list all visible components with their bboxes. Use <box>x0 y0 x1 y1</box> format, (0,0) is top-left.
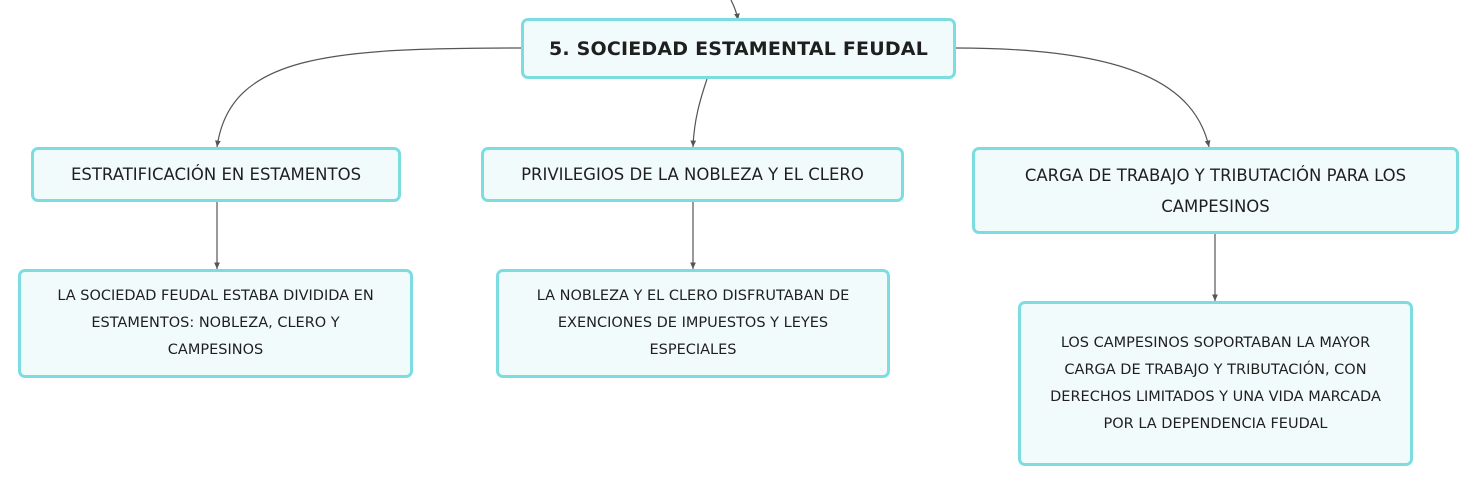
child-node-line: CAMPESINOS <box>167 342 264 358</box>
root-node[interactable]: 5. SOCIEDAD ESTAMENTAL FEUDAL <box>521 18 956 79</box>
branch-node-estratificacion[interactable]: ESTRATIFICACIÓN EN ESTAMENTOS <box>31 147 401 202</box>
branch-node-label: ESTRATIFICACIÓN EN ESTAMENTOS <box>70 165 362 184</box>
branch-node-privilegios[interactable]: PRIVILEGIOS DE LA NOBLEZA Y EL CLERO <box>481 147 904 202</box>
branch-node-line: CAMPESINOS <box>1161 196 1270 216</box>
child-node-line: LA NOBLEZA Y EL CLERO DISFRUTABAN DE <box>536 288 850 304</box>
connector-root-to-estratificacion <box>215 47 522 148</box>
root-node-label: 5. SOCIEDAD ESTAMENTAL FEUDAL <box>548 37 929 60</box>
child-node-line: CARGA DE TRABAJO Y TRIBUTACIÓN, CON <box>1064 361 1367 378</box>
branch-node-text: CARGA DE TRABAJO Y TRIBUTACIÓN PARA LOS … <box>1025 160 1406 222</box>
branch-node-label: PRIVILEGIOS DE LA NOBLEZA Y EL CLERO <box>521 165 864 184</box>
child-node-line: DERECHOS LIMITADOS Y UNA VIDA MARCADA <box>1050 388 1381 405</box>
child-node-line: ESPECIALES <box>649 342 737 358</box>
child-node-line: LOS CAMPESINOS SOPORTABAN LA MAYOR <box>1060 334 1371 351</box>
child-node-sociedad[interactable]: LA SOCIEDAD FEUDAL ESTABA DIVIDIDA EN ES… <box>18 269 413 378</box>
branch-node-line: CARGA DE TRABAJO Y TRIBUTACIÓN PARA LOS <box>1024 165 1407 185</box>
connector-parent-to-root <box>730 0 740 21</box>
child-node-text: LA NOBLEZA Y EL CLERO DISFRUTABAN DE EXE… <box>537 283 850 364</box>
child-node-campesinos[interactable]: LOS CAMPESINOS SOPORTABAN LA MAYOR CARGA… <box>1018 301 1413 466</box>
child-node-line: ESTAMENTOS: NOBLEZA, CLERO Y <box>91 315 340 331</box>
branch-node-carga[interactable]: CARGA DE TRABAJO Y TRIBUTACIÓN PARA LOS … <box>972 147 1459 234</box>
child-node-line: EXENCIONES DE IMPUESTOS Y LEYES <box>557 315 829 331</box>
child-node-nobleza[interactable]: LA NOBLEZA Y EL CLERO DISFRUTABAN DE EXE… <box>496 269 890 378</box>
child-node-line: LA SOCIEDAD FEUDAL ESTABA DIVIDIDA EN <box>57 288 374 304</box>
child-node-text: LA SOCIEDAD FEUDAL ESTABA DIVIDIDA EN ES… <box>57 283 373 364</box>
connector-root-to-carga <box>955 47 1211 148</box>
connector-root-to-privilegios <box>690 78 708 148</box>
child-node-text: LOS CAMPESINOS SOPORTABAN LA MAYOR CARGA… <box>1050 330 1381 438</box>
child-node-line: POR LA DEPENDENCIA FEUDAL <box>1103 415 1328 432</box>
